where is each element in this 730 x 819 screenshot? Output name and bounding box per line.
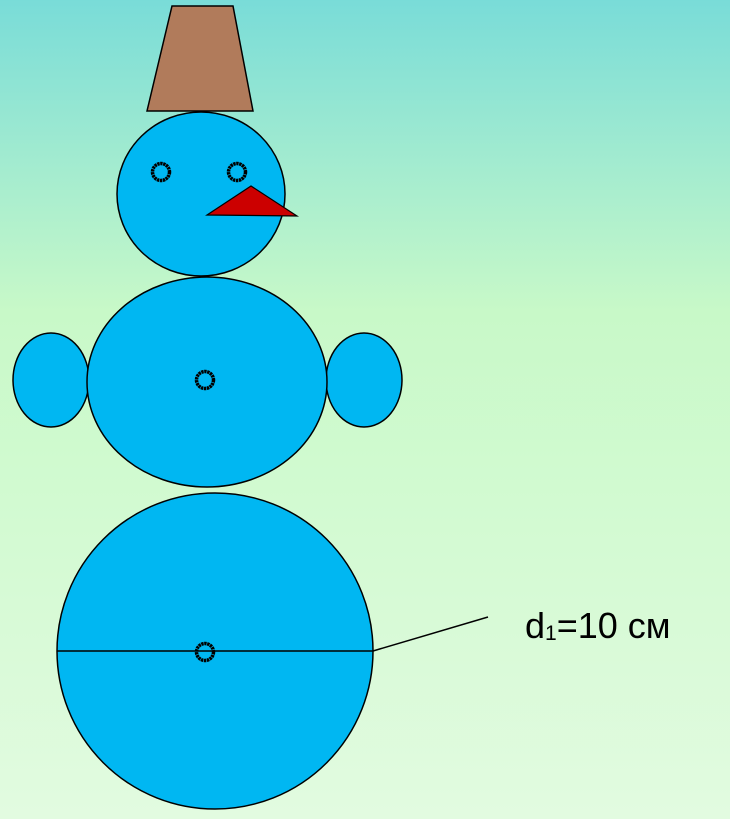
diameter-subscript: 1 — [545, 622, 557, 645]
diameter-variable: d — [525, 605, 546, 646]
middle-ball — [86, 276, 328, 488]
carrot-nose — [205, 185, 300, 217]
bottom-button — [194, 641, 216, 663]
middle-button — [194, 369, 216, 391]
head — [116, 111, 286, 277]
diameter-value: =10 см — [556, 605, 671, 646]
diameter-label: d1=10 см — [525, 605, 671, 646]
diameter-pointer-line — [372, 616, 489, 652]
right-eye — [226, 161, 248, 183]
left-arm — [12, 332, 90, 428]
right-arm — [325, 332, 403, 428]
bucket-hat — [146, 5, 254, 112]
left-eye — [150, 161, 172, 183]
